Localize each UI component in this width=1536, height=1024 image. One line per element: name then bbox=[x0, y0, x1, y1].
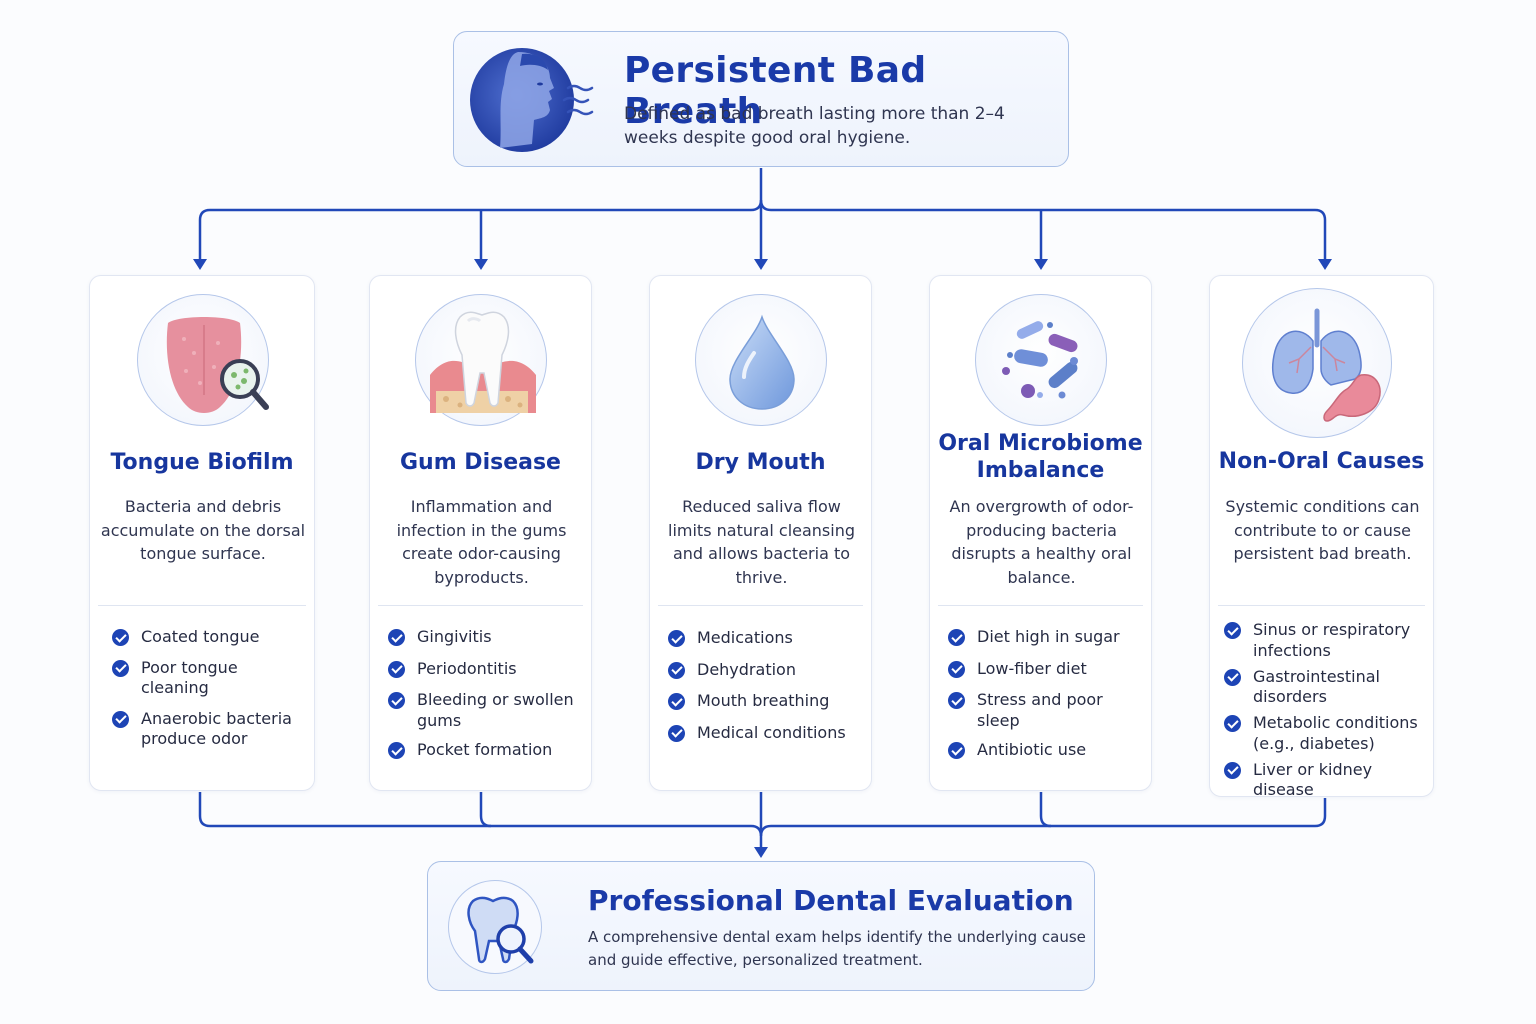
card-divider bbox=[938, 605, 1143, 606]
card-factor-list: Sinus or respiratory infections Gastroin… bbox=[1224, 620, 1427, 801]
check-icon bbox=[112, 710, 129, 728]
check-icon bbox=[1224, 715, 1241, 732]
check-icon bbox=[112, 659, 129, 677]
exhaling-face-icon bbox=[470, 48, 594, 152]
card-description: Inflammation and infection in the gums c… bbox=[396, 497, 567, 587]
list-item: Diet high in sugar bbox=[948, 627, 1145, 648]
main-topic-box: Persistent Bad Breath Defined as bad bre… bbox=[453, 31, 1069, 167]
check-icon bbox=[668, 661, 685, 679]
tooth-gum-icon bbox=[415, 294, 547, 426]
list-item: Metabolic conditions (e.g., diabetes) bbox=[1224, 713, 1427, 754]
list-item: Dehydration bbox=[668, 660, 865, 681]
list-item: Coated tongue bbox=[112, 627, 308, 648]
check-icon bbox=[388, 742, 405, 759]
card-description: An overgrowth of odor-producing bacteria… bbox=[949, 497, 1134, 587]
check-icon bbox=[1224, 668, 1241, 686]
cause-card-oral-microbiome: Oral Microbiome Imbalance An overgrowth … bbox=[929, 275, 1152, 791]
cause-card-gum-disease: Gum Disease Inflammation and infection i… bbox=[369, 275, 592, 791]
card-factor-list: Coated tongue Poor tongue cleaning Anaer… bbox=[112, 627, 308, 750]
card-divider bbox=[658, 605, 863, 606]
card-title: Oral Microbiome Imbalance bbox=[938, 431, 1143, 483]
card-factor-list: Gingivitis Periodontitis Bleeding or swo… bbox=[388, 627, 585, 761]
check-icon bbox=[388, 692, 405, 709]
check-icon bbox=[948, 629, 965, 646]
list-item: Poor tongue cleaning bbox=[112, 658, 308, 699]
card-description: Reduced saliva flow limits natural clean… bbox=[668, 497, 855, 587]
check-icon bbox=[1224, 761, 1241, 779]
list-item: Gastrointestinal disorders bbox=[1224, 667, 1427, 708]
list-item: Anaerobic bacteria produce odor bbox=[112, 709, 308, 750]
conclusion-description: A comprehensive dental exam helps identi… bbox=[588, 928, 1086, 969]
card-factor-list: Medications Dehydration Mouth breathing … bbox=[668, 628, 865, 743]
card-description: Bacteria and debris accumulate on the do… bbox=[100, 497, 306, 563]
list-item: Periodontitis bbox=[388, 659, 585, 680]
check-icon bbox=[668, 724, 685, 742]
list-item: Bleeding or swollen gums bbox=[388, 690, 585, 731]
list-item: Medical conditions bbox=[668, 723, 865, 744]
cause-card-dry-mouth: Dry Mouth Reduced saliva flow limits nat… bbox=[649, 275, 872, 791]
tooth-magnifier-icon bbox=[448, 880, 542, 974]
cause-card-tongue-biofilm: Tongue Biofilm Bacteria and debris accum… bbox=[89, 275, 315, 791]
main-topic-description: Defined as bad breath lasting more than … bbox=[624, 104, 1005, 148]
card-title: Dry Mouth bbox=[695, 450, 826, 475]
card-divider bbox=[1218, 605, 1425, 606]
check-icon bbox=[1224, 622, 1241, 639]
card-description: Systemic conditions can contribute to or… bbox=[1225, 497, 1420, 563]
water-drop-icon bbox=[695, 294, 827, 426]
check-icon bbox=[388, 660, 405, 678]
conclusion-title: Professional Dental Evaluation bbox=[588, 884, 1074, 917]
card-title: Gum Disease bbox=[400, 450, 561, 475]
list-item: Mouth breathing bbox=[668, 691, 865, 712]
main-topic-title: Persistent Bad Breath bbox=[624, 50, 927, 132]
check-icon bbox=[388, 629, 405, 646]
lungs-stomach-icon bbox=[1242, 288, 1392, 438]
list-item: Low-fiber diet bbox=[948, 659, 1145, 680]
card-title: Tongue Biofilm bbox=[110, 450, 294, 475]
list-item: Medications bbox=[668, 628, 865, 649]
check-icon bbox=[948, 742, 965, 759]
check-icon bbox=[112, 629, 129, 646]
list-item: Pocket formation bbox=[388, 740, 585, 761]
conclusion-box: Professional Dental Evaluation A compreh… bbox=[427, 861, 1095, 991]
card-divider bbox=[378, 605, 583, 606]
list-item: Gingivitis bbox=[388, 627, 585, 648]
card-title: Non-Oral Causes bbox=[1218, 449, 1425, 474]
card-factor-list: Diet high in sugar Low-fiber diet Stress… bbox=[948, 627, 1145, 761]
check-icon bbox=[668, 630, 685, 647]
check-icon bbox=[948, 660, 965, 678]
list-item: Sinus or respiratory infections bbox=[1224, 620, 1427, 661]
check-icon bbox=[948, 692, 965, 709]
bacteria-icon bbox=[975, 294, 1107, 426]
list-item: Liver or kidney disease bbox=[1224, 760, 1427, 801]
card-divider bbox=[98, 605, 306, 606]
check-icon bbox=[668, 693, 685, 710]
cause-card-non-oral: Non-Oral Causes Systemic conditions can … bbox=[1209, 275, 1434, 799]
list-item: Antibiotic use bbox=[948, 740, 1145, 761]
tongue-magnifier-icon bbox=[137, 294, 269, 426]
list-item: Stress and poor sleep bbox=[948, 690, 1145, 731]
